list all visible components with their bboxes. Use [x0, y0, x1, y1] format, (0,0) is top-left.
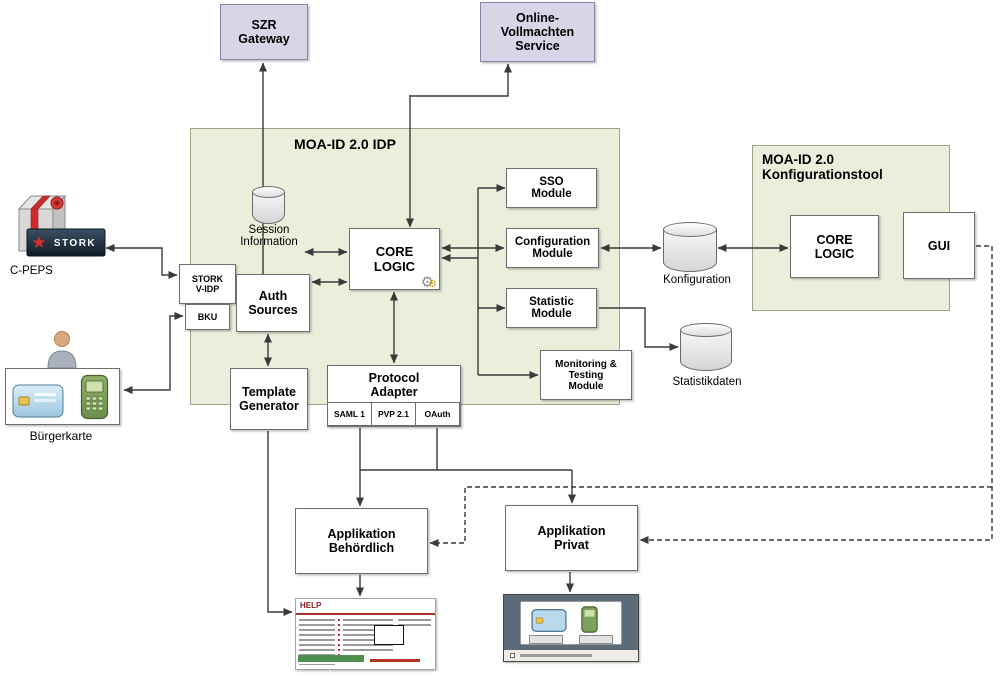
kt-core-logic-label: CORE LOGIC — [814, 232, 855, 261]
person-icon — [47, 331, 77, 368]
konfigurationstool-title: MOA-ID 2.0 Konfigurationstool — [762, 152, 883, 182]
dialog-panel — [520, 601, 622, 645]
gear-icon: ⚙⚙ — [420, 274, 437, 291]
mobile-phone-icon — [80, 374, 109, 420]
stork-badge: STORK — [26, 228, 106, 257]
stork-vidp-label: STORK V-IDP — [191, 274, 224, 294]
gui-box: GUI — [903, 212, 975, 279]
monitoring-testing-module-box: Monitoring & Testing Module — [540, 350, 632, 400]
template-generator-label: Template Generator — [239, 385, 299, 413]
c-peps-label: C-PEPS — [10, 265, 53, 277]
statistic-module-box: Statistic Module — [506, 288, 597, 328]
auth-sources-label: Auth Sources — [248, 289, 298, 317]
applikation-privat-label: Applikation Privat — [537, 524, 606, 552]
sso-module-label: SSO Module — [531, 176, 572, 200]
buergerkarte-label: Bürgerkarte — [29, 429, 93, 443]
green-bar — [298, 655, 364, 662]
stork-badge-label: STORK — [54, 238, 96, 249]
buergerkarte-box — [5, 368, 120, 425]
monitoring-testing-module-label: Monitoring & Testing Module — [555, 358, 617, 392]
kt-core-logic-box: CORE LOGIC — [790, 215, 879, 278]
szr-gateway-label: SZR Gateway — [238, 18, 290, 46]
konfiguration-cylinder — [663, 222, 717, 272]
protocol-adapter-label: Protocol Adapter — [368, 371, 420, 399]
bku-selection-screenshot — [503, 594, 639, 662]
text-column-right — [398, 619, 431, 629]
protocol-pvp21-cell: PVP 2.1 — [371, 402, 416, 426]
configuration-module-label: Configuration Module — [514, 236, 591, 260]
online-vollmachten-service-box: Online-Vollmachten Service — [480, 2, 595, 62]
online-vollmachten-service-label: Online-Vollmachten Service — [500, 11, 575, 53]
session-information-cylinder — [252, 186, 285, 224]
phone-mini-icon — [581, 606, 598, 633]
applikation-behoerdlich-label: Applikation Behördlich — [327, 527, 396, 555]
konfiguration-label: Konfiguration — [663, 274, 731, 286]
idp-title: MOA-ID 2.0 IDP — [294, 136, 396, 152]
bku-box: BKU — [185, 304, 230, 330]
template-generator-box: Template Generator — [230, 368, 308, 430]
protocol-row: SAML 1 PVP 2.1 OAuth — [327, 402, 460, 426]
applikation-privat-box: Applikation Privat — [505, 505, 638, 571]
bku-label: BKU — [197, 312, 218, 322]
sso-module-box: SSO Module — [506, 168, 597, 208]
stork-vidp-box: STORK V-IDP — [179, 264, 236, 304]
red-text-line — [370, 659, 420, 662]
help-portal-screenshot: HELP — [295, 598, 436, 670]
core-logic-box: CORE LOGIC ⚙⚙ — [349, 228, 440, 290]
header-rule — [296, 613, 435, 615]
statistic-module-label: Statistic Module — [529, 296, 574, 320]
c-peps-icon: STORK — [17, 194, 106, 257]
statistikdaten-cylinder — [680, 323, 732, 371]
bullet-column — [338, 619, 340, 659]
applikation-behoerdlich-box: Applikation Behördlich — [295, 508, 428, 574]
gui-label: GUI — [927, 238, 951, 253]
ecard-mini-icon — [531, 609, 567, 632]
footer-text-line — [520, 654, 592, 657]
protocol-oauth-cell: OAuth — [415, 402, 460, 426]
auth-sources-box: Auth Sources — [236, 274, 310, 332]
configuration-module-box: Configuration Module — [506, 228, 599, 268]
statistikdaten-label: Statistikdaten — [672, 376, 742, 388]
ecard-icon — [12, 384, 64, 418]
core-logic-label: CORE LOGIC — [373, 244, 416, 274]
session-information-label: Session Information — [240, 224, 298, 248]
checkbox-icon — [510, 653, 515, 658]
protocol-saml1-cell: SAML 1 — [327, 402, 372, 426]
protocol-adapter-box: Protocol Adapter SAML 1 PVP 2.1 OAuth — [327, 365, 461, 427]
dialog-button-left — [529, 635, 563, 644]
szr-gateway-box: SZR Gateway — [220, 4, 308, 60]
dialog-footer-strip — [504, 650, 638, 661]
callout-rect — [374, 625, 404, 645]
help-logo-text: HELP — [300, 601, 322, 610]
dialog-button-right — [579, 635, 613, 644]
